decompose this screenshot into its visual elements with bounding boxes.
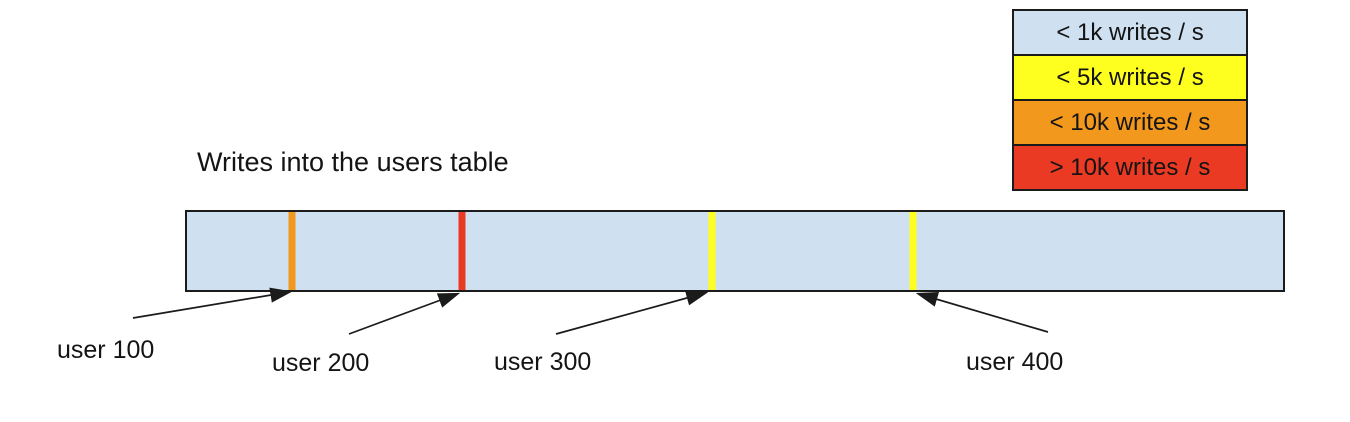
legend-item-label: < 1k writes / s <box>1056 18 1204 46</box>
legend-item-lt-1k: < 1k writes / s <box>1012 9 1248 56</box>
label-user-200: user 200 <box>272 349 370 377</box>
legend-item-label: > 10k writes / s <box>1049 153 1211 181</box>
label-user-400: user 400 <box>966 348 1064 376</box>
hotspot-stripe-user-300 <box>708 212 716 290</box>
arrow-user-200 <box>348 292 461 335</box>
legend-item-lt-5k: < 5k writes / s <box>1012 54 1248 101</box>
hotspot-stripe-user-400 <box>909 212 917 290</box>
hotspot-stripe-user-100 <box>288 212 296 290</box>
arrow-user-100 <box>132 287 293 319</box>
label-user-100: user 100 <box>57 336 155 364</box>
diagram-title: Writes into the users table <box>197 147 509 177</box>
legend: < 1k writes / s < 5k writes / s < 10k wr… <box>1012 9 1248 191</box>
users-table-bar <box>185 210 1285 292</box>
label-user-300: user 300 <box>494 348 592 376</box>
arrow-user-300 <box>555 290 709 335</box>
legend-item-label: < 10k writes / s <box>1049 108 1211 136</box>
legend-item-gt-10k: > 10k writes / s <box>1012 144 1248 191</box>
legend-item-label: < 5k writes / s <box>1056 63 1204 91</box>
arrow-user-400 <box>915 291 1049 333</box>
hotspot-stripe-user-200 <box>458 212 466 290</box>
legend-item-lt-10k: < 10k writes / s <box>1012 99 1248 146</box>
